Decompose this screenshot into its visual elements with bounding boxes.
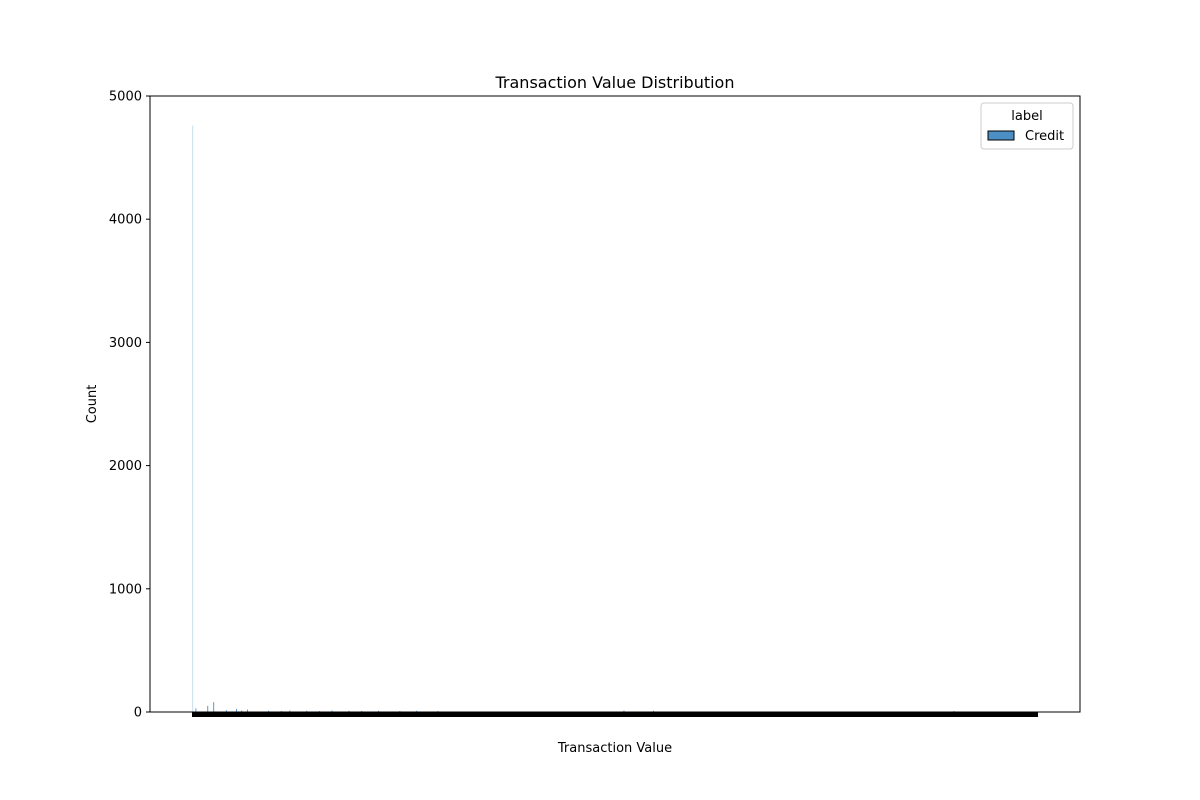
plot-frame bbox=[149, 95, 1081, 713]
histogram-bar bbox=[207, 705, 209, 712]
histogram-bar bbox=[348, 710, 350, 712]
histogram-bar bbox=[192, 125, 194, 713]
y-axis-label: Count bbox=[85, 385, 100, 424]
y-tick-label: 0 bbox=[134, 706, 142, 721]
histogram-bar bbox=[225, 710, 227, 712]
histogram-bar bbox=[623, 710, 625, 712]
histogram-bar bbox=[268, 710, 270, 712]
histogram-bar bbox=[331, 710, 333, 712]
histogram-bar bbox=[235, 708, 237, 712]
x-axis-label: Transaction Value bbox=[557, 741, 672, 756]
histogram-bar bbox=[246, 709, 248, 712]
legend: label Credit bbox=[980, 102, 1074, 150]
legend-title: label bbox=[1011, 109, 1042, 124]
y-tick-label: 1000 bbox=[109, 582, 142, 597]
histogram-bar bbox=[306, 710, 308, 712]
x-axis-tick-band bbox=[192, 712, 1038, 717]
y-tick-label: 3000 bbox=[109, 336, 142, 351]
y-axis: 0 1000 2000 3000 4000 5000 bbox=[109, 90, 150, 721]
histogram-bar bbox=[416, 710, 418, 712]
chart-title: Transaction Value Distribution bbox=[495, 73, 735, 92]
histogram-bar bbox=[241, 710, 243, 712]
histogram-bar bbox=[195, 708, 197, 712]
y-tick-label: 2000 bbox=[109, 459, 142, 474]
histogram-bar bbox=[213, 702, 215, 712]
histogram-bar bbox=[378, 710, 380, 712]
bars-group bbox=[192, 125, 955, 713]
legend-entry-credit: Credit bbox=[1025, 129, 1064, 144]
histogram-bar bbox=[653, 710, 655, 712]
legend-swatch-credit bbox=[987, 130, 1015, 141]
y-tick-label: 5000 bbox=[109, 90, 142, 105]
y-tick-label: 4000 bbox=[109, 213, 142, 228]
histogram-bar bbox=[289, 710, 291, 712]
